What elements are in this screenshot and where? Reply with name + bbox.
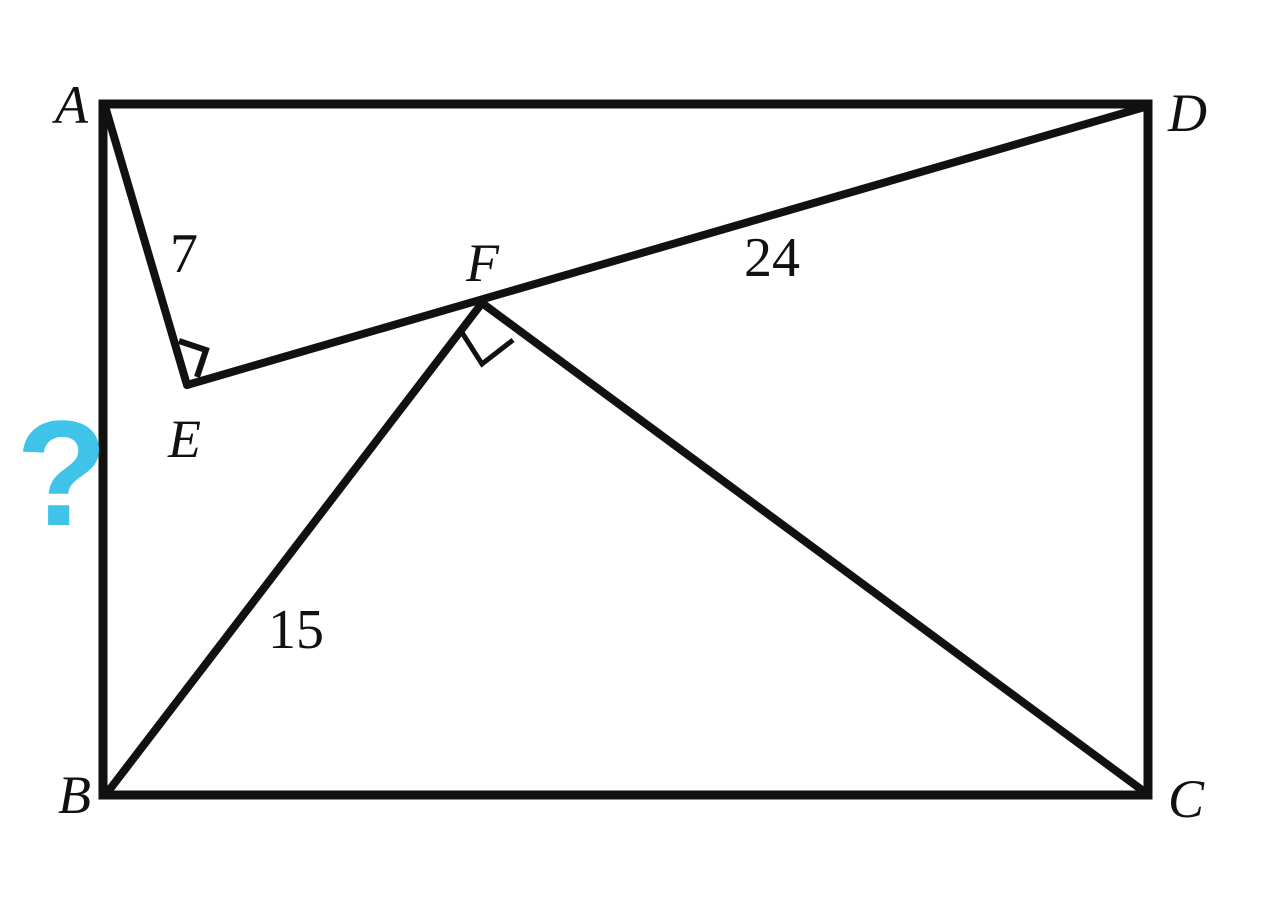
vertex-label-b: B [58, 765, 91, 825]
right-angle-marker-f [458, 329, 515, 368]
vertex-label-f: F [466, 233, 499, 293]
unknown-length-marker: ? [16, 389, 108, 557]
vertex-label-d: D [1168, 83, 1207, 143]
vertex-label-c: C [1168, 769, 1205, 829]
right-angle-marker-e [178, 338, 210, 378]
segment-ae [101, 102, 191, 389]
measure-label-fd: 24 [744, 227, 800, 289]
segment-fc [478, 299, 1150, 797]
rectangle-abcd [98, 99, 1153, 800]
vertex-label-a: A [55, 75, 88, 135]
segment-bf [103, 299, 486, 797]
vertex-label-e: E [168, 409, 201, 469]
measure-label-bf: 15 [268, 599, 324, 661]
construction-lines [101, 102, 1152, 797]
measure-label-ae: 7 [170, 223, 198, 285]
segment-ed [183, 102, 1152, 389]
